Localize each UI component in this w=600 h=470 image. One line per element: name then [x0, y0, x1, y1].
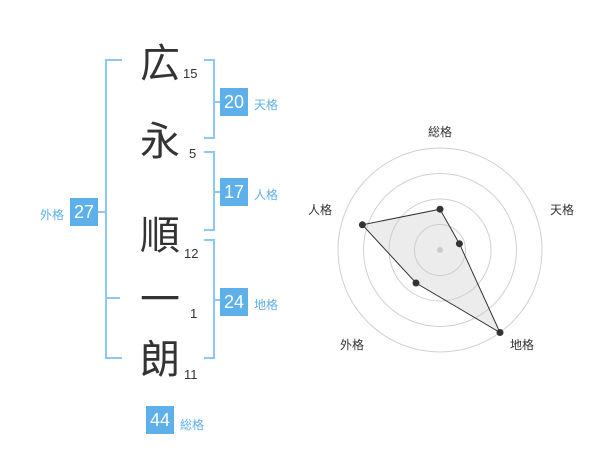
- gaikaku-bracket: [105, 59, 122, 359]
- gaikaku-badge: 27: [70, 198, 98, 226]
- radar-axis-label-chikaku: 地格: [510, 338, 535, 352]
- radar-series-polygon: [361, 208, 502, 334]
- name-char-2: 永: [140, 119, 180, 165]
- radar-grid-ring: [414, 224, 466, 276]
- stroke-count-4: 1: [190, 306, 198, 321]
- tenkaku-bracket: [204, 59, 215, 139]
- radar-grid-ring: [363, 173, 517, 327]
- radar-grid-ring: [388, 198, 492, 302]
- radar-point-5: [358, 221, 366, 229]
- stroke-count-2: 5: [189, 146, 197, 161]
- stroke-count-3: 12: [184, 246, 199, 261]
- radar-point-3: [496, 329, 504, 336]
- radar-axis-label-soukaku: 総格: [428, 125, 453, 139]
- soukaku-label: 総格: [180, 418, 205, 432]
- stroke-count-5: 11: [184, 367, 198, 382]
- fortune-brackets: [98, 59, 220, 359]
- chikaku-label: 地格: [254, 298, 279, 312]
- radar-point-1: [436, 205, 444, 213]
- radar-point-2: [455, 240, 463, 248]
- jinkaku-label: 人格: [254, 188, 279, 202]
- radar-point-4: [412, 279, 420, 287]
- chikaku-badge: 24: [220, 288, 248, 316]
- gaikaku-label: 外格: [40, 208, 65, 222]
- name-char-4: 一: [140, 277, 180, 323]
- radar-axis-label-jinkaku: 人格: [308, 203, 333, 217]
- tenkaku-label: 天格: [254, 98, 279, 112]
- name-char-1: 広: [140, 41, 180, 87]
- stroke-count-1: 15: [183, 66, 198, 81]
- jinkaku-badge: 17: [220, 178, 248, 206]
- radar-axis-label-tenkaku: 天格: [550, 203, 575, 217]
- tenkaku-badge: 20: [220, 88, 248, 116]
- name-char-5: 朗: [140, 337, 180, 383]
- radar-grid-ring: [337, 147, 543, 353]
- soukaku-badge: 44: [146, 406, 174, 434]
- radar-center-dot: [437, 247, 443, 253]
- radar-axis-label-gaikaku: 外格: [340, 338, 365, 352]
- name-char-3: 順: [140, 213, 180, 259]
